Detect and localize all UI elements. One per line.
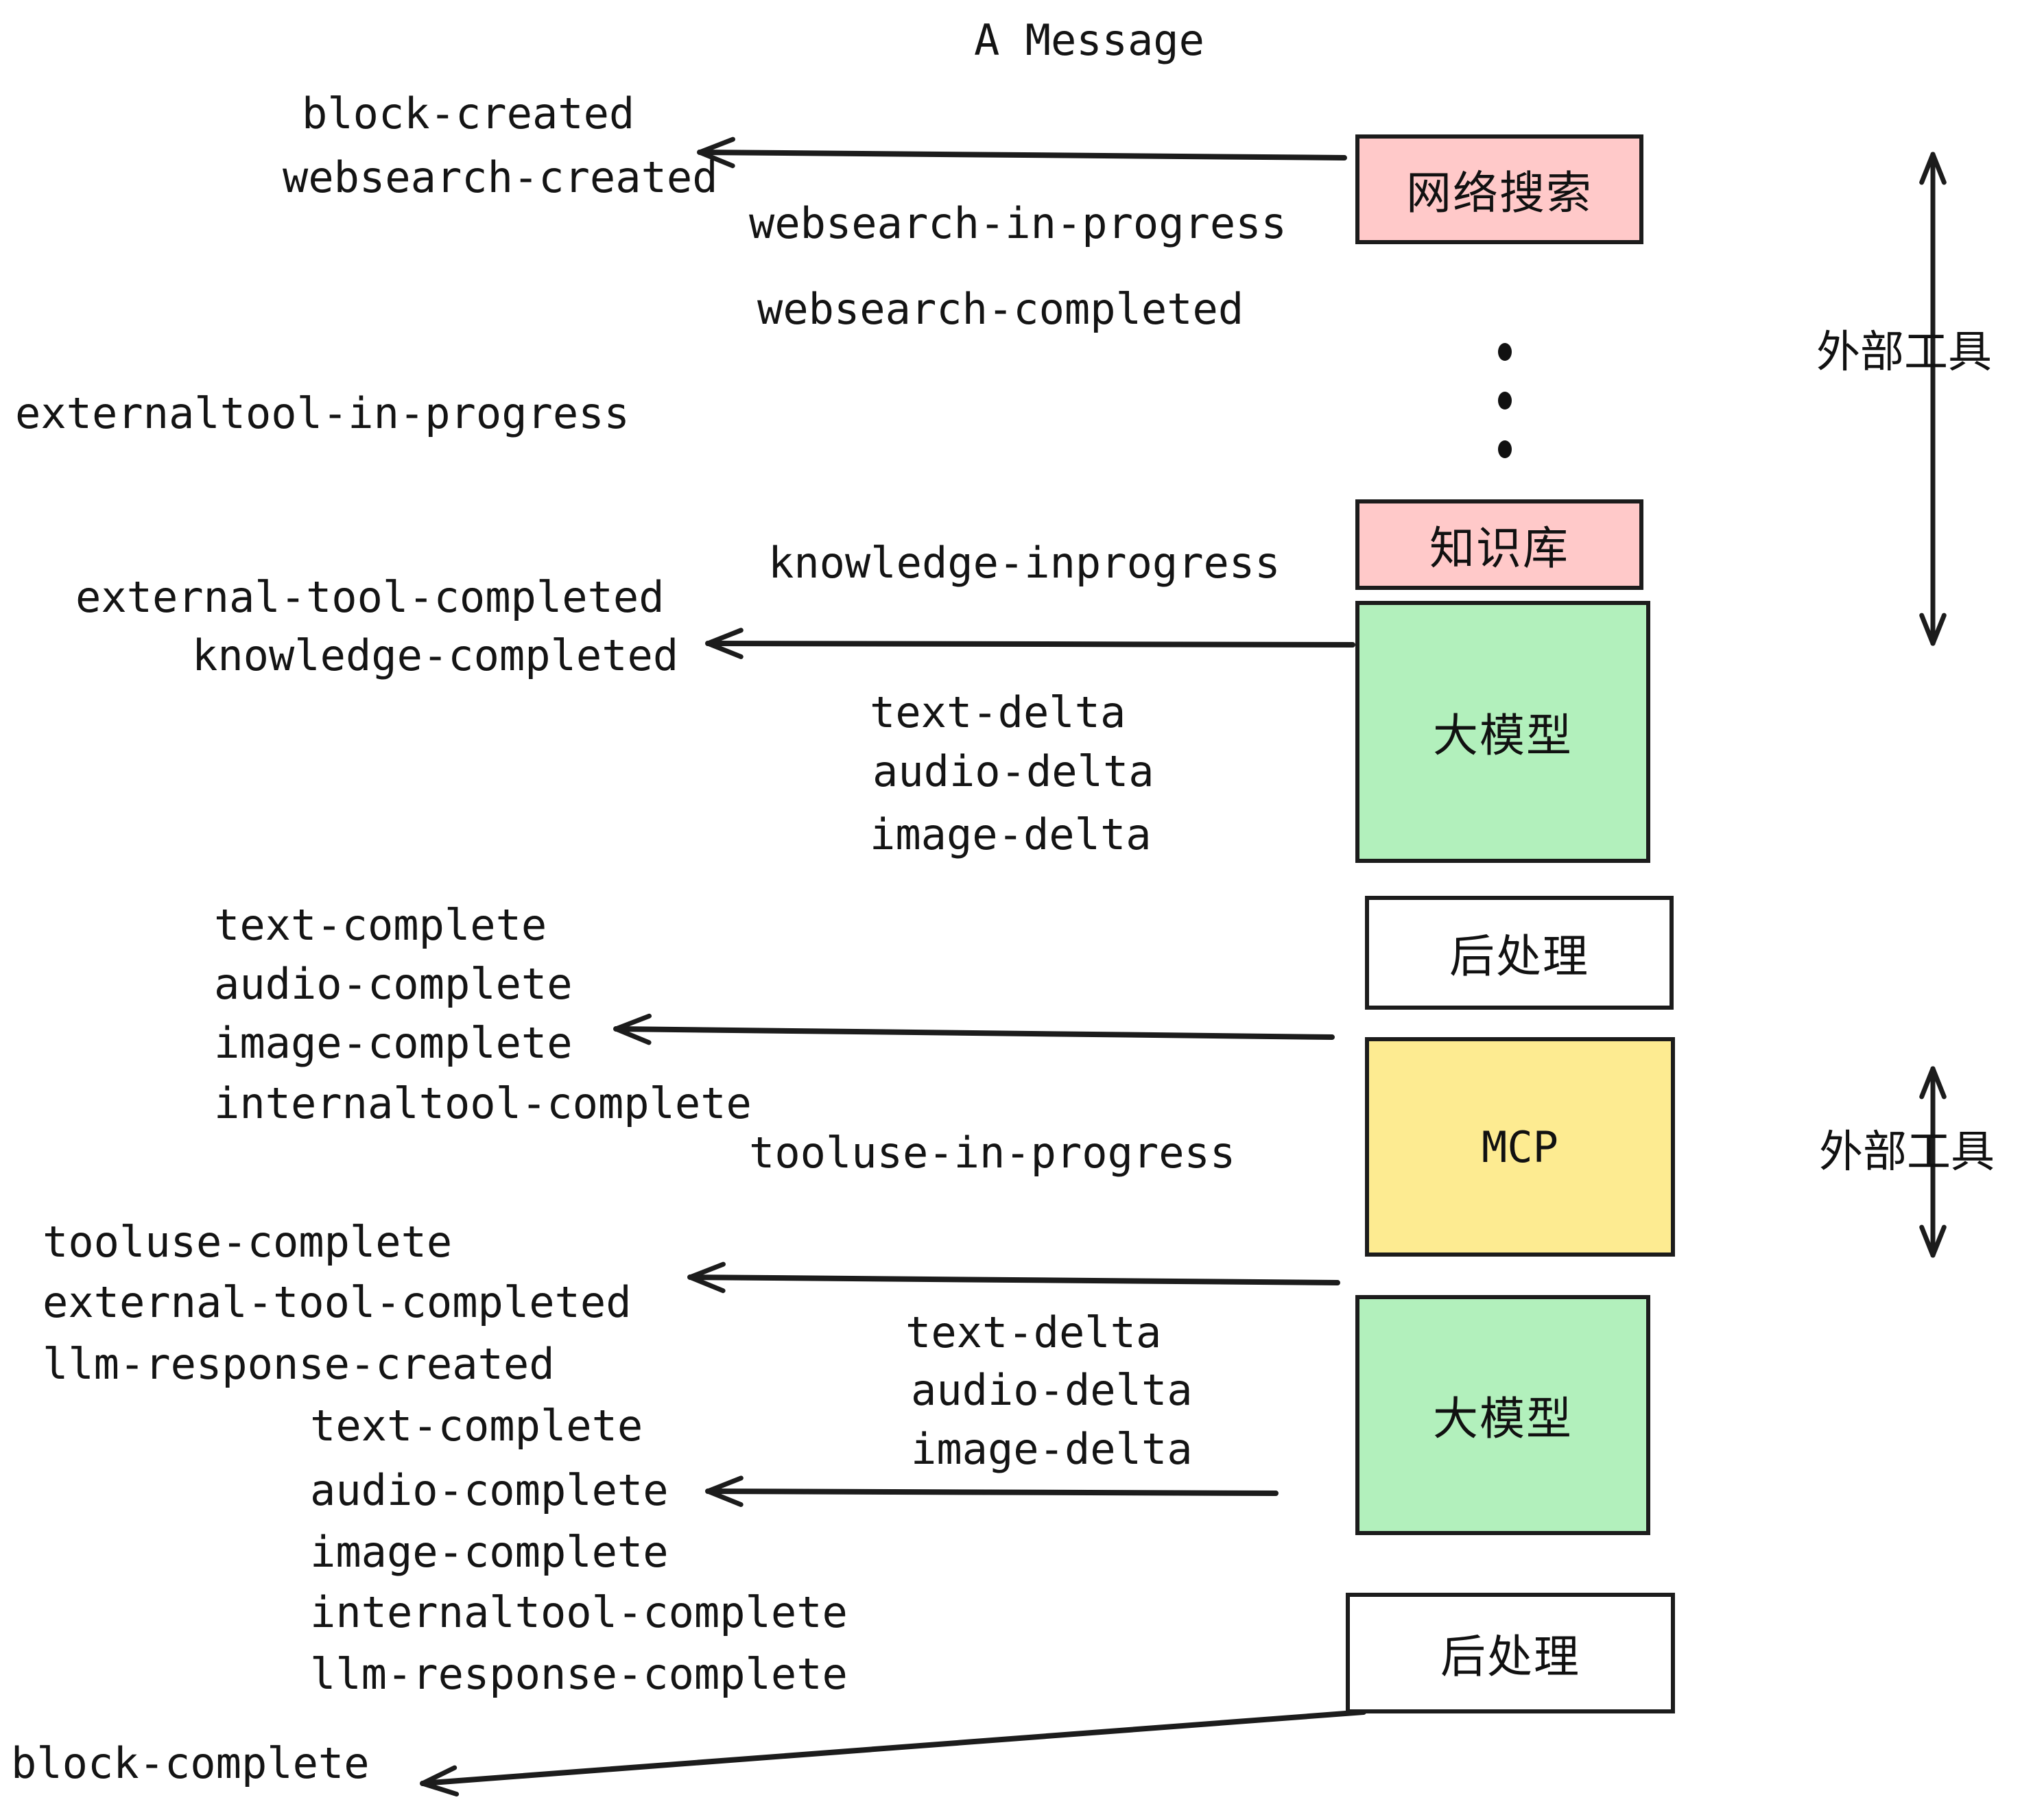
event-label-tooluse-complete: tooluse-complete xyxy=(43,1217,453,1267)
arrow-line-arrow-block-complete xyxy=(420,1709,1366,1786)
event-label-internaltool-complete-1: internaltool-complete xyxy=(214,1078,752,1128)
event-label-websearch-in-progress: websearch-in-progress xyxy=(749,198,1287,248)
ellipsis-dot xyxy=(1498,392,1512,410)
arrowhead-down-external-tool-range-bottom xyxy=(1919,1224,1947,1258)
event-label-image-complete-2: image-complete xyxy=(310,1527,669,1577)
event-label-image-delta-2: image-delta xyxy=(911,1424,1193,1474)
event-label-llm-response-complete: llm-response-complete xyxy=(310,1649,848,1699)
event-label-external-tool-completed-1: external-tool-completed xyxy=(75,572,665,622)
arrow-line-arrow-image-complete xyxy=(613,1026,1335,1040)
event-label-audio-delta-1: audio-delta xyxy=(872,746,1154,796)
event-label-websearch-created: websearch-created xyxy=(283,152,718,202)
event-label-internaltool-complete-2: internaltool-complete xyxy=(310,1587,848,1637)
event-label-block-complete: block-complete xyxy=(11,1738,370,1788)
node-llm-2: 大模型 xyxy=(1355,1295,1650,1535)
event-label-image-delta-1: image-delta xyxy=(870,809,1152,859)
event-label-external-tool-completed-2: external-tool-completed xyxy=(43,1277,632,1327)
event-label-audio-complete-2: audio-complete xyxy=(310,1465,669,1515)
event-label-audio-delta-2: audio-delta xyxy=(911,1365,1193,1415)
event-label-text-complete-2: text-complete xyxy=(310,1401,643,1451)
node-llm-1: 大模型 xyxy=(1355,601,1650,863)
arrowhead-up-external-tool-range-top xyxy=(1919,152,1947,185)
node-mcp: MCP xyxy=(1365,1037,1675,1257)
arrowhead-arrow-audio-complete xyxy=(705,1475,744,1507)
node-knowledge: 知识库 xyxy=(1355,499,1643,590)
ellipsis-dot xyxy=(1498,343,1512,361)
arrowhead-arrow-websearch-to-block xyxy=(697,137,735,169)
node-postprocess-1: 后处理 xyxy=(1365,896,1674,1010)
node-websearch: 网络搜索 xyxy=(1355,134,1643,244)
event-label-llm-response-created: llm-response-created xyxy=(43,1339,555,1389)
arrow-line-arrow-websearch-to-block xyxy=(697,150,1347,161)
arrowhead-arrow-block-complete xyxy=(420,1765,460,1797)
side-label-external-tool-top: 外部工具 xyxy=(1816,327,1992,378)
arrow-line-arrow-knowledge-completed xyxy=(705,641,1355,648)
event-label-text-delta-2: text-delta xyxy=(905,1307,1162,1357)
arrow-line-arrow-audio-complete xyxy=(705,1488,1279,1496)
arrowhead-arrow-image-complete xyxy=(613,1013,652,1045)
arrow-line-arrow-tooluse-complete xyxy=(687,1274,1340,1285)
arrowhead-up-external-tool-range-bottom xyxy=(1919,1066,1947,1100)
vertical-ellipsis-icon xyxy=(1497,343,1513,458)
node-postprocess-2: 后处理 xyxy=(1346,1593,1675,1713)
event-label-image-complete-1: image-complete xyxy=(214,1018,573,1068)
event-label-knowledge-completed: knowledge-completed xyxy=(192,630,679,680)
event-label-text-delta-1: text-delta xyxy=(870,687,1126,737)
event-label-text-complete-1: text-complete xyxy=(214,900,547,950)
event-label-externaltool-in-progress: externaltool-in-progress xyxy=(15,388,630,438)
arrowhead-down-external-tool-range-top xyxy=(1919,613,1947,646)
arrowhead-arrow-knowledge-completed xyxy=(705,628,744,659)
side-label-external-tool-bottom: 外部工具 xyxy=(1819,1127,1995,1178)
event-label-block-created: block-created xyxy=(302,88,635,139)
event-label-knowledge-inprogress: knowledge-inprogress xyxy=(768,538,1281,588)
event-label-websearch-completed: websearch-completed xyxy=(757,284,1244,334)
event-label-audio-complete-1: audio-complete xyxy=(214,959,573,1009)
event-label-tooluse-in-progress: tooluse-in-progress xyxy=(749,1128,1236,1178)
ellipsis-dot xyxy=(1498,440,1512,458)
arrowhead-arrow-tooluse-complete xyxy=(687,1261,726,1294)
page-title: A Message xyxy=(974,15,1204,65)
